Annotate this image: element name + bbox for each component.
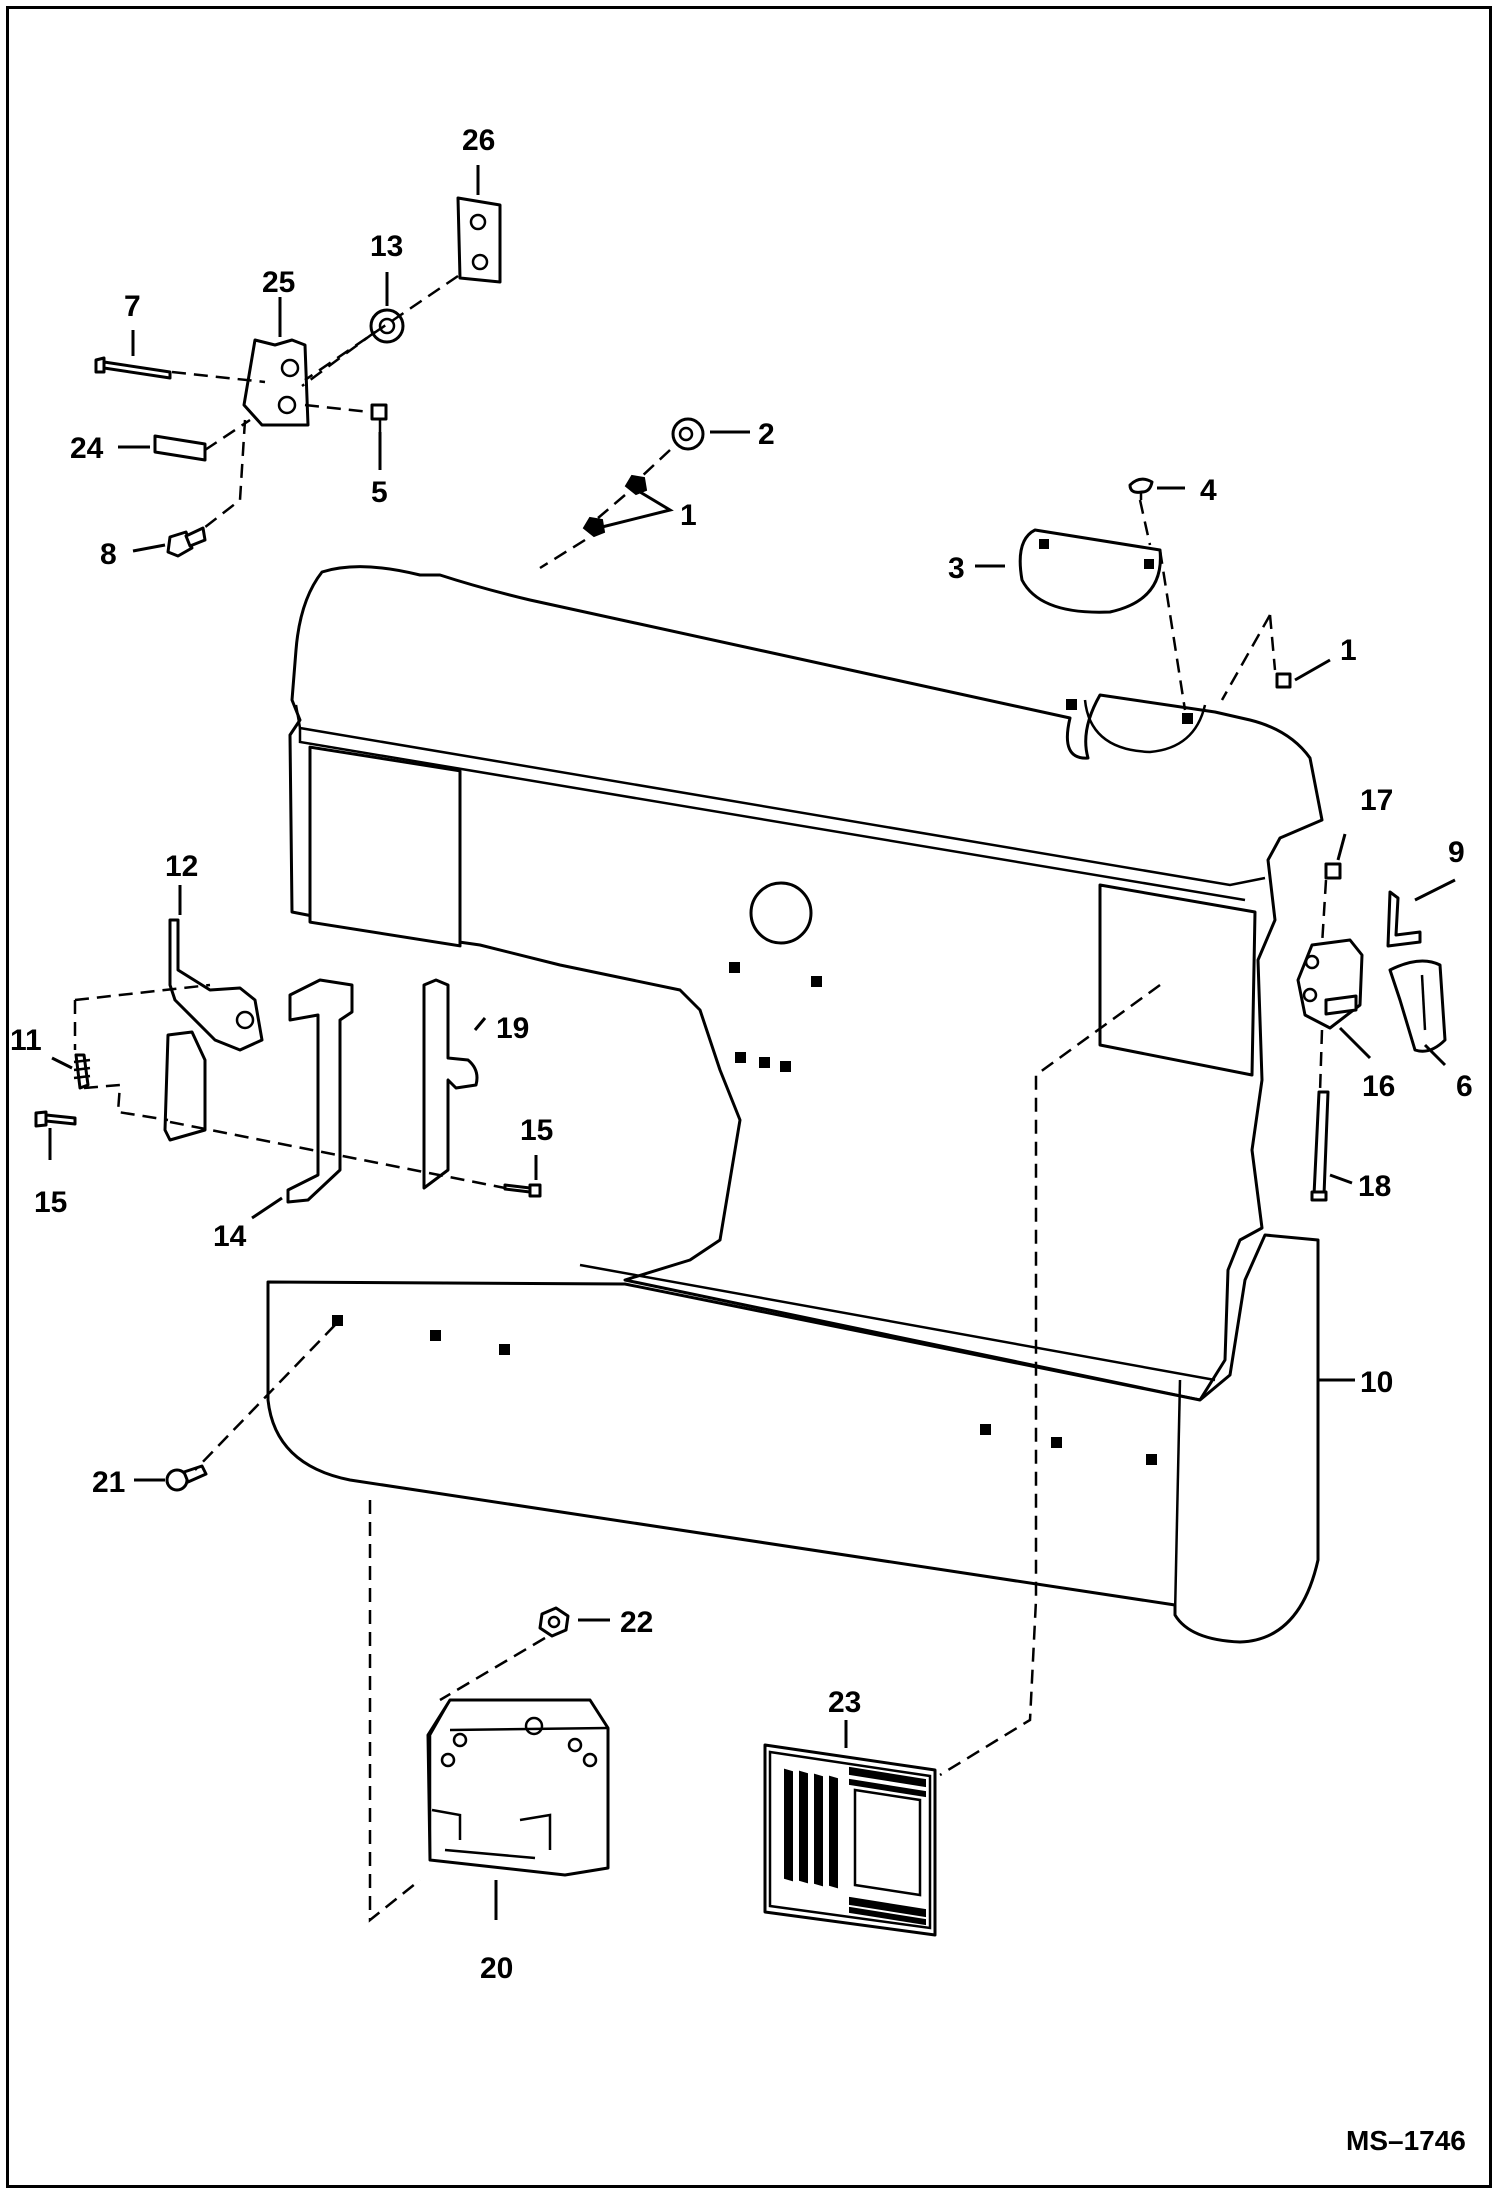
bolt-21 (165, 1464, 208, 1492)
callout-21: 21 (92, 1466, 125, 1499)
callout-1-right: 1 (1340, 634, 1357, 667)
callout-8: 8 (100, 538, 117, 571)
callout-4: 4 (1200, 474, 1217, 507)
bolt-8 (166, 526, 207, 558)
callout-23: 23 (828, 1686, 861, 1719)
callout-15-right: 15 (520, 1114, 553, 1147)
bracket-16 (1296, 938, 1364, 1030)
callout-17: 17 (1360, 784, 1393, 817)
pin-18 (1310, 1090, 1330, 1202)
bumper-2 (671, 417, 705, 451)
drawing-code: MS–1746 (1346, 2125, 1466, 2156)
grille-23 (763, 1743, 937, 1937)
callout-11: 11 (10, 1024, 42, 1057)
callout-9: 9 (1448, 836, 1465, 869)
striker-19 (422, 978, 479, 1190)
nuts-1-top (582, 474, 648, 538)
fastener-4 (1128, 477, 1154, 500)
callout-6: 6 (1456, 1070, 1473, 1103)
callout-19: 19 (496, 1012, 529, 1045)
callout-7: 7 (124, 290, 141, 323)
bracket-14 (286, 978, 354, 1204)
callout-2: 2 (758, 418, 775, 451)
bolt-15-left (34, 1110, 77, 1128)
bolt-15-right (503, 1183, 542, 1198)
nut-1-right (1275, 672, 1292, 689)
hinge-plate-26 (456, 196, 502, 284)
callout-15-left: 15 (34, 1186, 67, 1219)
assembly-dash-lines (73, 274, 1328, 1923)
cover-plate-3 (1018, 528, 1162, 614)
callout-24: 24 (70, 432, 104, 465)
callout-20: 20 (480, 1952, 513, 1985)
panel-round-port (749, 881, 813, 945)
bolt-7 (94, 356, 172, 380)
left-window (308, 745, 462, 948)
callout-22: 22 (620, 1606, 653, 1639)
callout-26: 26 (462, 124, 495, 157)
right-window (1098, 883, 1257, 1077)
latch-bracket-12 (168, 918, 264, 1052)
pin-24 (153, 434, 207, 462)
nut-17 (1324, 862, 1342, 880)
callout-16: 16 (1362, 1070, 1395, 1103)
callout-12: 12 (165, 850, 198, 883)
nut-5 (370, 403, 388, 421)
bracket-9 (1386, 890, 1422, 948)
callout-10: 10 (1360, 1366, 1393, 1399)
leader-lines (48, 165, 1456, 1920)
callout-labels: 26 13 7 25 24 5 8 2 1 4 3 1 17 9 12 19 1… (10, 124, 1473, 1985)
callout-1-top: 1 (680, 499, 697, 532)
callout-5: 5 (371, 476, 388, 509)
rear-panel (266, 565, 1324, 1644)
bracket-6 (1388, 959, 1447, 1053)
callout-14: 14 (213, 1220, 247, 1253)
hinge-bracket-25 (242, 338, 310, 427)
battery-box-20 (426, 1698, 610, 1877)
callout-18: 18 (1358, 1170, 1391, 1203)
callout-13: 13 (370, 230, 403, 263)
latch-body-12b (163, 1030, 207, 1142)
callout-25: 25 (262, 266, 295, 299)
lock-washer-13 (369, 308, 405, 344)
panel-bolt-holes (332, 699, 1193, 1465)
spring-11 (73, 1053, 91, 1090)
nut-22 (538, 1606, 570, 1638)
callout-3: 3 (948, 552, 965, 585)
